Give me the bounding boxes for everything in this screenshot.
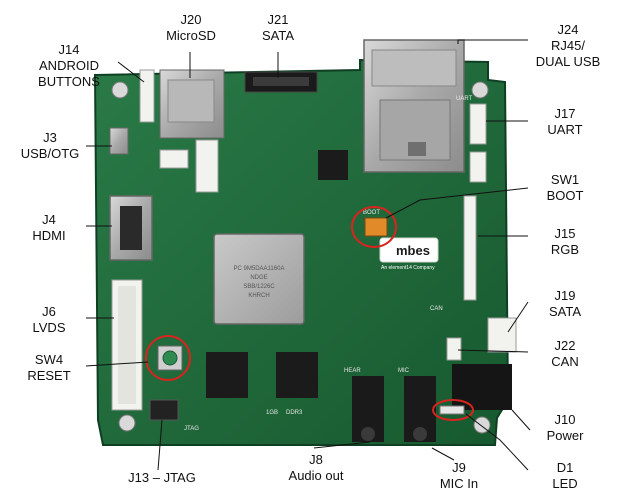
j10-power-jack	[452, 364, 512, 410]
label-j3-line2: USB/OTG	[20, 146, 80, 161]
d1-led	[439, 405, 465, 415]
label-j15-line1: J15	[554, 226, 576, 241]
label-j24: J24 RJ45/ DUAL USB	[526, 22, 610, 70]
label-d1-line2: LED	[552, 476, 578, 491]
label-j21-line2: SATA	[261, 28, 295, 43]
label-j24-line3: DUAL USB	[535, 54, 601, 69]
sw1-highlight-circle	[351, 206, 397, 248]
j22-can-connector	[446, 337, 462, 361]
j3-usb-otg	[109, 127, 129, 155]
label-j19: J19 SATA	[530, 288, 600, 320]
ddr3-chip	[276, 352, 318, 398]
label-j17-line2: UART	[547, 122, 583, 137]
callout-highlights	[145, 206, 474, 421]
label-j21: J21 SATA	[248, 12, 308, 44]
mounting-hole	[471, 81, 489, 99]
mounting-hole	[118, 414, 136, 432]
label-j19-line2: SATA	[548, 304, 582, 319]
label-j8: J8 Audio out	[276, 452, 356, 484]
j15-rgb-connector	[463, 195, 477, 301]
label-j13: J13 – JTAG	[112, 470, 212, 486]
label-j20-line1: J20	[180, 12, 202, 27]
silk-hear: HEAR	[344, 368, 361, 374]
label-sw4-line2: RESET	[27, 368, 71, 383]
label-j19-line1: J19	[554, 288, 576, 303]
label-j4: J4 HDMI	[10, 212, 88, 244]
label-j8-line1: J8	[309, 452, 323, 467]
label-j24-line1: J24	[557, 22, 579, 37]
soc-chip	[213, 233, 305, 325]
label-sw1-line2: BOOT	[546, 188, 584, 203]
silk-uart: UART	[456, 96, 473, 102]
label-j6: J6 LVDS	[10, 304, 88, 336]
label-j17: J17 UART	[530, 106, 600, 138]
label-j9: J9 MIC In	[424, 460, 494, 492]
label-j20: J20 MicroSD	[155, 12, 227, 44]
ddr3-chip	[206, 352, 248, 398]
silk-can: CAN	[430, 306, 443, 312]
silk-ddr3: DDR3	[286, 410, 303, 416]
label-j8-line2: Audio out	[288, 468, 344, 483]
soc-marking-line: PC 9M5DAA1160A	[234, 266, 285, 272]
label-j6-line2: LVDS	[32, 320, 66, 335]
label-sw1: SW1 BOOT	[530, 172, 600, 204]
label-j21-line1: J21	[267, 12, 289, 27]
sw1-boot-switch	[364, 217, 388, 237]
label-sw4: SW4 RESET	[10, 352, 88, 384]
label-j22-line1: J22	[554, 338, 576, 353]
label-j24-line2: RJ45/	[551, 38, 585, 53]
label-j14-line3: BUTTONS	[38, 74, 100, 89]
label-j22-line2: CAN	[551, 354, 579, 369]
label-j3-line1: J3	[43, 130, 57, 145]
j14-connector	[139, 69, 155, 123]
label-j20-line2: MicroSD	[166, 28, 216, 43]
label-d1-line1: D1	[556, 460, 574, 475]
label-j14-line2: ANDROID	[39, 58, 99, 73]
silk-1gb: 1GB	[266, 410, 278, 416]
soc-marking-line: KHRCH	[248, 293, 269, 299]
j17-uart-header	[469, 103, 487, 145]
label-d1: D1 LED	[530, 460, 600, 492]
silk-mic: MIC	[398, 368, 410, 374]
logo-text: mbes	[396, 243, 430, 258]
logo-tagline: An element14 Company	[381, 265, 435, 271]
company-logo: mbes An element14 Company	[379, 237, 439, 271]
label-j4-line1: J4	[42, 212, 56, 227]
label-sw4-line1: SW4	[34, 352, 64, 367]
mounting-hole	[111, 81, 129, 99]
label-sw1-line1: SW1	[550, 172, 580, 187]
leader-lines	[85, 39, 531, 471]
label-j15: J15 RGB	[530, 226, 600, 258]
soc-marking: PC 9M5DAA1160A NDGE SBB/1226C KHRCH	[234, 266, 285, 299]
label-j4-line2: HDMI	[32, 228, 66, 243]
sw4-highlight-circle	[145, 335, 191, 381]
j19-sata-power	[487, 317, 517, 353]
label-j9-line1: J9	[452, 460, 466, 475]
soc-marking-line: NDGE	[250, 275, 267, 281]
label-j14-line1: J14	[58, 42, 80, 57]
label-j10: J10 Power	[530, 412, 600, 444]
silk-jtag: JTAG	[184, 426, 199, 432]
j13-jtag-header	[149, 399, 179, 421]
label-j10-line2: Power	[546, 428, 584, 443]
d1-highlight-circle	[432, 399, 474, 421]
label-j14: J14 ANDROID BUTTONS	[24, 42, 114, 90]
label-j9-line2: MIC In	[439, 476, 479, 491]
label-j6-line1: J6	[42, 304, 56, 319]
label-j13-line1: J13 – JTAG	[128, 470, 196, 485]
label-j17-line1: J17	[554, 106, 576, 121]
label-j22: J22 CAN	[530, 338, 600, 370]
label-j10-line1: J10	[554, 412, 576, 427]
label-j3: J3 USB/OTG	[10, 130, 90, 162]
label-j15-line2: RGB	[550, 242, 580, 257]
silk-boot: BOOT	[363, 210, 380, 216]
soc-marking-line: SBB/1226C	[243, 284, 275, 290]
